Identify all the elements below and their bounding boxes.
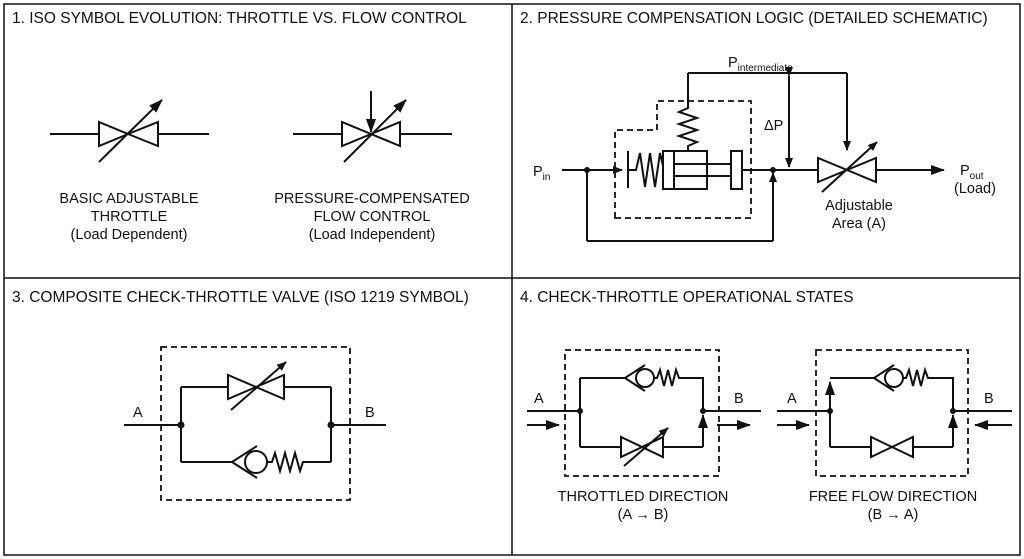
delta-p-label: ΔP <box>764 118 783 134</box>
throttled-port-a: A <box>534 391 544 407</box>
throttled-caption-2: (A → B) <box>618 507 669 523</box>
panel-1-title: 1. ISO SYMBOL EVOLUTION: THROTTLE VS. FL… <box>12 10 467 27</box>
free-flow-port-a: A <box>787 391 797 407</box>
free-flow-caption-1: FREE FLOW DIRECTION <box>809 489 977 505</box>
basic-throttle-caption-1: BASIC ADJUSTABLE <box>59 191 198 207</box>
intermediate-pilot-line <box>687 72 851 151</box>
throttle-branch <box>180 361 332 425</box>
free-flow-caption-2: (B → A) <box>868 507 919 523</box>
top-spring <box>675 101 701 151</box>
compensator-spool <box>662 150 743 190</box>
adjustable-label-2: Area (A) <box>832 216 886 232</box>
valve-housing <box>160 346 351 501</box>
flow-control-caption-1: PRESSURE-COMPENSATED <box>274 191 470 207</box>
p-intermediate-label: Pintermediate <box>728 55 793 74</box>
panel-2-title: 2. PRESSURE COMPENSATION LOGIC (DETAILED… <box>520 10 988 27</box>
basic-throttle-caption-3: (Load Dependent) <box>71 227 188 243</box>
panel-composite-valve: 3. COMPOSITE CHECK-THROTTLE VALVE (ISO 1… <box>12 289 469 501</box>
panel-iso-symbol-evolution: 1. ISO SYMBOL EVOLUTION: THROTTLE VS. FL… <box>12 10 470 243</box>
p-in-label: Pin <box>533 164 550 183</box>
panel-frames <box>3 3 1021 556</box>
throttled-port-b: B <box>734 391 744 407</box>
panel-3-title: 3. COMPOSITE CHECK-THROTTLE VALVE (ISO 1… <box>12 289 469 306</box>
panel-operational-states: 4. CHECK-THROTTLE OPERATIONAL STATES <box>520 289 1012 523</box>
throttled-caption-1: THROTTLED DIRECTION <box>558 489 729 505</box>
compensator-housing <box>614 100 752 219</box>
port-b-label: B <box>365 405 375 421</box>
free-flow-port-b: B <box>984 391 994 407</box>
flow-control-caption-3: (Load Independent) <box>309 227 436 243</box>
panel-4-title: 4. CHECK-THROTTLE OPERATIONAL STATES <box>520 289 854 306</box>
basic-throttle-caption-2: THROTTLE <box>91 209 168 225</box>
free-flow-direction-diagram <box>777 349 1012 477</box>
throttled-direction-diagram <box>527 349 761 477</box>
load-label: (Load) <box>954 181 996 197</box>
flow-control-caption-2: FLOW CONTROL <box>314 209 431 225</box>
feedback-loop <box>586 170 777 242</box>
check-branch <box>180 425 332 479</box>
port-a-label: A <box>133 405 143 421</box>
adjustable-label-1: Adjustable <box>825 198 893 214</box>
basic-throttle-symbol <box>50 99 209 163</box>
flow-control-symbol <box>293 91 452 163</box>
panel-pressure-compensation: 2. PRESSURE COMPENSATION LOGIC (DETAILED… <box>520 10 996 242</box>
p-out-label: Pout <box>960 163 984 182</box>
